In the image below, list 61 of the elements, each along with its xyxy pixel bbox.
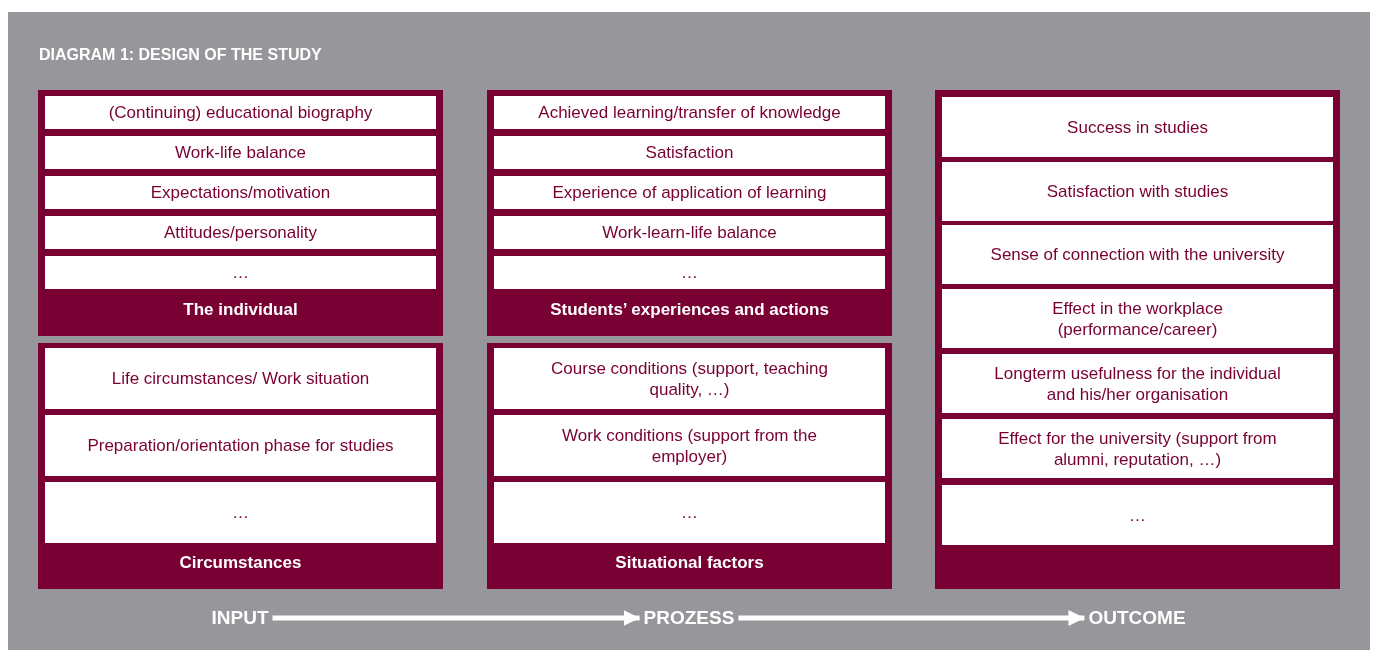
arrow bbox=[272, 610, 640, 626]
panel-heading: Situational factors bbox=[614, 553, 765, 573]
factor-box bbox=[494, 482, 885, 543]
stage-label: INPUT bbox=[211, 607, 269, 629]
factor-text: Longterm usefulness for the individual and his/her organisation bbox=[993, 362, 1282, 405]
factor-box bbox=[494, 216, 885, 249]
stage-label: OUTCOME bbox=[1088, 607, 1186, 629]
factor-text: Life circumstances/ Work situation bbox=[110, 368, 371, 389]
factor-text: Achieved learning/transfer of knowledge bbox=[537, 102, 842, 123]
panel-heading: Students’ experiences and actions bbox=[549, 300, 830, 320]
factor-box bbox=[942, 97, 1333, 157]
factor-text: … bbox=[1128, 504, 1147, 526]
factor-text: (Continuing) educational biography bbox=[107, 102, 374, 123]
group-panel bbox=[487, 90, 892, 336]
factor-text: Satisfaction with studies bbox=[1045, 181, 1230, 202]
factor-text: Course conditions (support, teaching quality, …) bbox=[550, 357, 829, 400]
panel-heading: Circumstances bbox=[178, 553, 303, 573]
factor-text: Sense of connection with the university bbox=[989, 244, 1286, 265]
group-panel bbox=[38, 343, 443, 589]
factor-text: Preparation/orientation phase for studies bbox=[86, 435, 395, 456]
factor-text: Expectations/motivation bbox=[149, 182, 332, 203]
factor-box bbox=[942, 162, 1333, 221]
factor-box bbox=[494, 348, 885, 409]
group-panel bbox=[935, 90, 1340, 589]
factor-text: … bbox=[231, 262, 250, 283]
factor-text: … bbox=[231, 502, 250, 523]
factor-text: Work-life balance bbox=[174, 142, 307, 163]
factor-text: Effect in the workplace (performance/career) bbox=[1051, 297, 1224, 340]
factor-box bbox=[494, 136, 885, 169]
factor-box bbox=[45, 176, 436, 209]
factor-box bbox=[942, 354, 1333, 413]
factor-box bbox=[45, 96, 436, 129]
panel-heading: The individual bbox=[182, 300, 299, 320]
factor-box bbox=[45, 136, 436, 169]
group-panel bbox=[487, 343, 892, 589]
factor-box bbox=[942, 485, 1333, 545]
factor-box bbox=[45, 216, 436, 249]
factor-box bbox=[45, 256, 436, 289]
factor-text: … bbox=[680, 502, 699, 523]
factor-text: Satisfaction bbox=[644, 142, 735, 163]
factor-box bbox=[494, 96, 885, 129]
factor-text: Success in studies bbox=[1066, 116, 1209, 138]
factor-box bbox=[942, 419, 1333, 478]
group-panel bbox=[38, 90, 443, 336]
factor-box bbox=[494, 176, 885, 209]
factor-box bbox=[942, 225, 1333, 284]
diagram-title: DIAGRAM 1: DESIGN OF THE STUDY bbox=[39, 46, 322, 64]
factor-text: Experience of application of learning bbox=[551, 182, 828, 203]
factor-box bbox=[942, 289, 1333, 348]
factor-box bbox=[45, 348, 436, 409]
factor-text: Work-learn-life balance bbox=[601, 222, 778, 243]
factor-box bbox=[494, 415, 885, 476]
factor-box bbox=[494, 256, 885, 289]
factor-text: … bbox=[680, 262, 699, 283]
factor-text: Effect for the university (support from alumni, reputation, …) bbox=[997, 427, 1278, 470]
factor-text: Attitudes/personality bbox=[162, 222, 319, 243]
stage-label: PROZESS bbox=[643, 607, 735, 629]
factor-text: Work conditions (support from the employer) bbox=[561, 424, 818, 467]
arrow bbox=[738, 610, 1085, 626]
factor-box bbox=[45, 415, 436, 476]
factor-box bbox=[45, 482, 436, 543]
